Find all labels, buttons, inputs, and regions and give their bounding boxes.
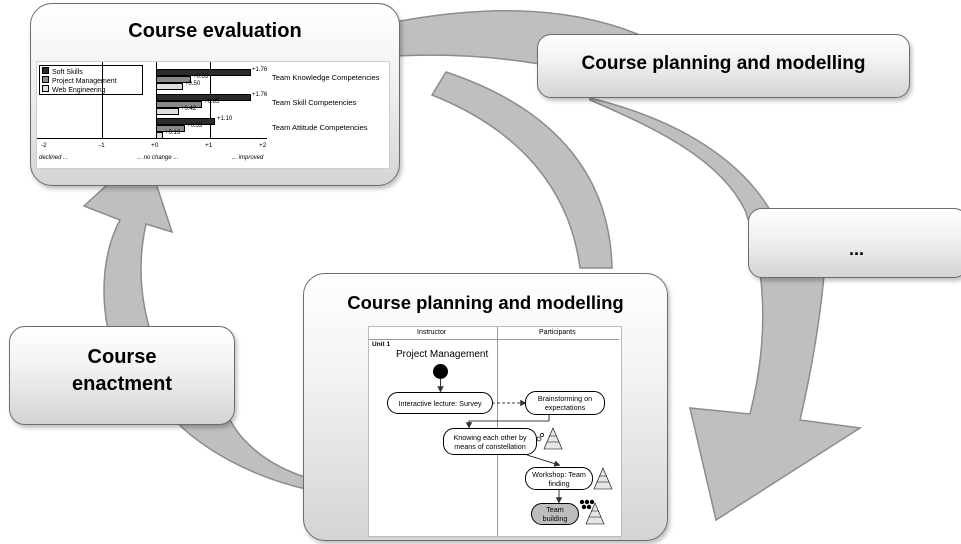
legend-label: Soft Skills	[52, 69, 83, 76]
course-evaluation-box: Course evaluation Soft Skills Project Ma…	[30, 3, 400, 186]
bar-skill-soft	[156, 94, 251, 101]
legend-label: Project Management	[52, 78, 117, 85]
tick-label: -1	[99, 142, 105, 149]
arrow-middle-arc	[430, 71, 613, 269]
value-label: +0.13	[165, 130, 181, 136]
course-planning-top-box: Course planning and modelling	[537, 34, 910, 98]
value-label: +0.42	[181, 106, 197, 112]
category-label: Team Skill Competencies	[272, 98, 357, 107]
pyramid-icon	[585, 502, 605, 525]
bar-knowledge-soft	[156, 69, 251, 76]
tick-label: +2	[259, 142, 267, 149]
lane-header-row	[369, 327, 619, 340]
ellipsis-box: ...	[748, 208, 961, 278]
course-planning-center-title: Course planning and modelling	[347, 292, 624, 313]
legend-item-soft-skills: Soft Skills	[42, 67, 83, 76]
start-node	[433, 364, 448, 379]
node-interactive-lecture: Interactive lecture: Survey	[387, 392, 493, 414]
scale-label: ... no change ...	[137, 155, 179, 161]
grid-line-minus1	[102, 62, 103, 138]
value-label: +0.50	[185, 81, 201, 87]
people-icon	[579, 499, 595, 510]
value-label: +1.76	[252, 67, 268, 73]
tick-label: +1	[205, 142, 213, 149]
chart-legend: Soft Skills Project Management Web Engin…	[39, 65, 143, 95]
course-evaluation-title: Course evaluation	[128, 20, 302, 42]
lane-participants: Participants	[539, 329, 576, 336]
course-planning-top-title: Course planning and modelling	[581, 53, 866, 74]
tick-label: +0	[151, 142, 159, 149]
category-label: Team Attitude Competencies	[272, 123, 368, 132]
arrow-left-up	[82, 148, 174, 331]
bar-attitude-web	[156, 132, 163, 139]
course-enactment-box: Course enactment	[9, 326, 235, 425]
node-knowing-each-other: Knowing each other by means of constella…	[443, 428, 537, 455]
node-workshop: Workshop: Team finding	[525, 467, 593, 490]
node-brainstorming: Brainstorming on expectations	[525, 391, 605, 415]
bar-knowledge-web	[156, 83, 183, 90]
link-icon	[536, 433, 544, 442]
lane-instructor: Instructor	[417, 329, 447, 336]
value-label: +0.53	[187, 123, 203, 129]
unit-label: Unit 1	[372, 341, 391, 348]
bar-attitude-pm	[156, 125, 185, 132]
legend-item-web-engineering: Web Engineering	[42, 85, 106, 94]
pyramid-icon	[593, 467, 613, 490]
pyramid-icon	[543, 427, 563, 450]
bar-knowledge-pm	[156, 76, 191, 83]
scale-label: ... improved	[232, 155, 264, 161]
activity-diagram: Instructor Participants Unit 1 Project M…	[368, 326, 622, 537]
bar-skill-pm	[156, 101, 202, 108]
scale-label: declined ...	[39, 155, 69, 161]
category-label: Team Knowledge Competencies	[272, 73, 380, 82]
legend-label: Web Engineering	[52, 87, 106, 94]
bar-skill-web	[156, 108, 179, 115]
value-label: +0.85	[204, 99, 220, 105]
tick-label: -2	[41, 142, 47, 149]
ellipsis-label: ...	[848, 239, 864, 259]
value-label: +0.65	[193, 74, 209, 80]
connectors	[437, 379, 613, 525]
value-label: +1.10	[217, 116, 233, 122]
evaluation-chart: Soft Skills Project Management Web Engin…	[36, 61, 390, 169]
bar-attitude-soft	[156, 118, 215, 125]
node-team-building: Team building	[531, 503, 579, 525]
x-axis	[37, 138, 267, 139]
course-planning-center-box: Course planning and modelling Instructor…	[303, 273, 668, 541]
legend-item-project-management: Project Management	[42, 76, 117, 85]
arrow-right-arc	[589, 97, 863, 522]
course-enactment-line1: Course	[87, 346, 157, 368]
value-label: +1.76	[252, 92, 268, 98]
course-enactment-line2: enactment	[71, 373, 173, 395]
activity-heading: Project Management	[396, 349, 489, 360]
